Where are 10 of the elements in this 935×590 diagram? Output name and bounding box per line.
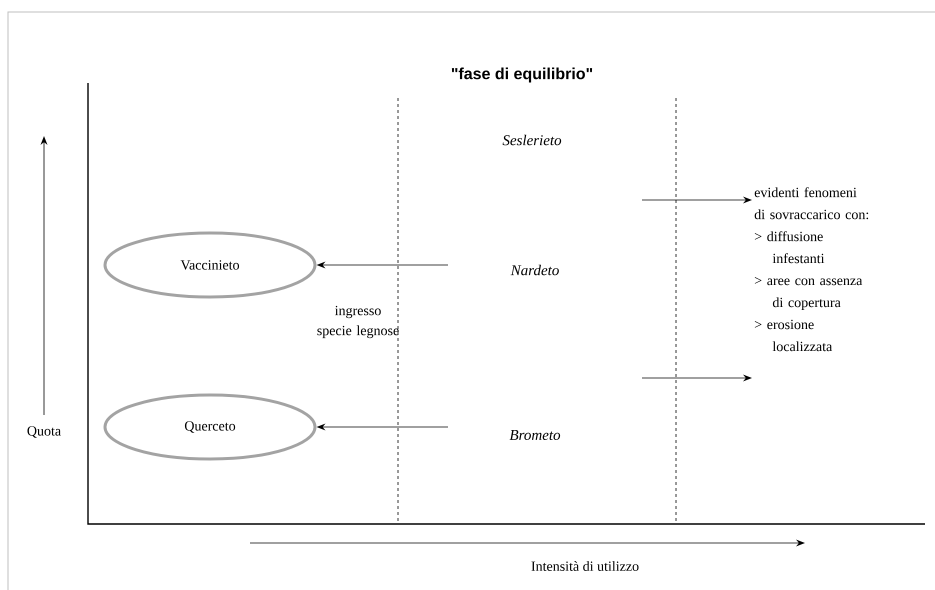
text-label: ingresso specie legnose xyxy=(317,306,399,338)
ellipse-node: Querceto xyxy=(104,394,316,460)
text-label: Intensità di utilizzo xyxy=(531,561,639,571)
title: "fase di equilibrio" xyxy=(452,68,592,82)
vegetation-label: Brometo xyxy=(510,430,560,440)
effects-list: evidenti fenomeni di sovraccarico con: > diffusione infestanti > aree con assenza di copertura > erosione localizzata xyxy=(754,187,868,352)
vegetation-label: Nardeto xyxy=(510,264,559,276)
text-label: Quota xyxy=(27,426,61,438)
ellipse-node: Vaccinieto xyxy=(104,232,316,298)
vegetation-label: Seslerieto xyxy=(502,134,562,146)
